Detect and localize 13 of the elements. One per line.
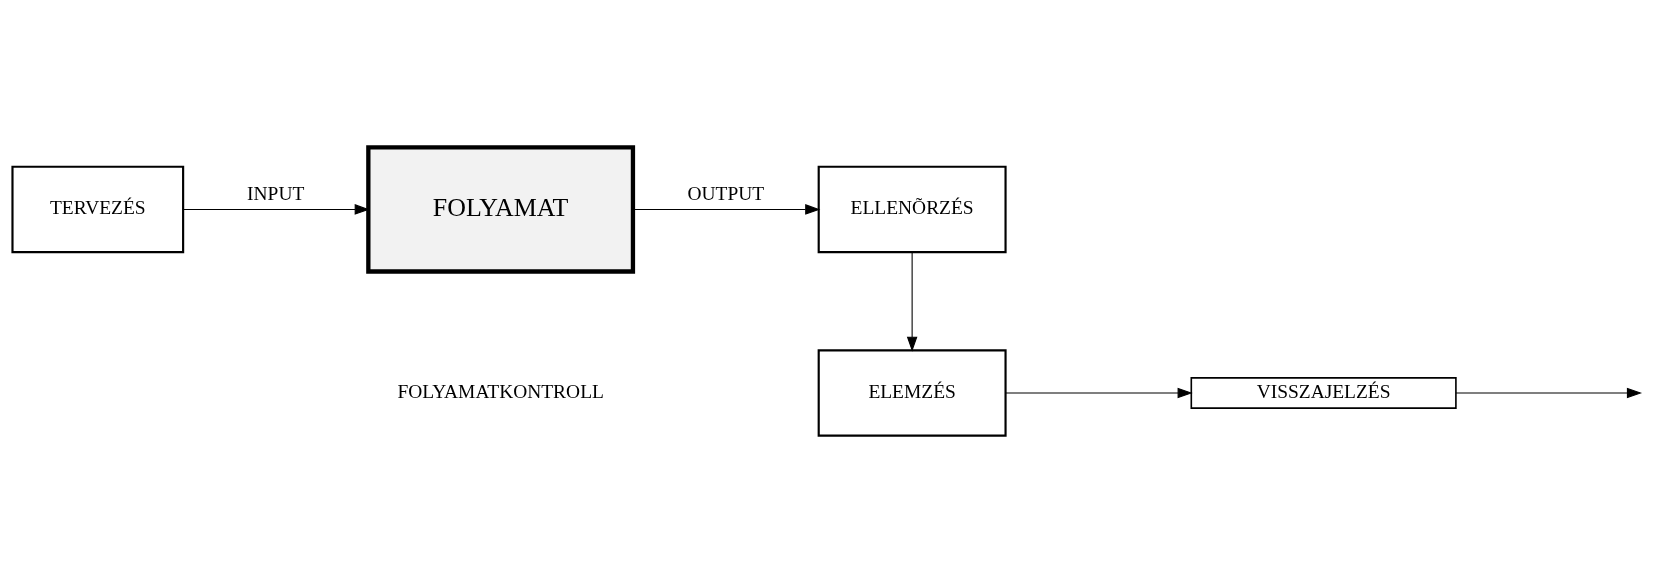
arrow [182, 204, 370, 215]
arrow [632, 204, 821, 215]
node-box: VISSZAJELZÉS [1190, 377, 1457, 409]
arrow [1455, 387, 1643, 399]
edge-label: INPUT [247, 183, 305, 205]
node-box: TERVEZÉS [11, 165, 185, 254]
node-box: FOLYAMAT [366, 145, 636, 274]
node-box: ELEMZÉS [817, 349, 1007, 437]
arrow [906, 251, 918, 352]
arrow [1005, 387, 1193, 399]
node-box: ELLENÕRZÉS [817, 165, 1007, 254]
label: FOLYAMATKONTROLL [397, 380, 604, 402]
edge-label: OUTPUT [687, 183, 765, 205]
